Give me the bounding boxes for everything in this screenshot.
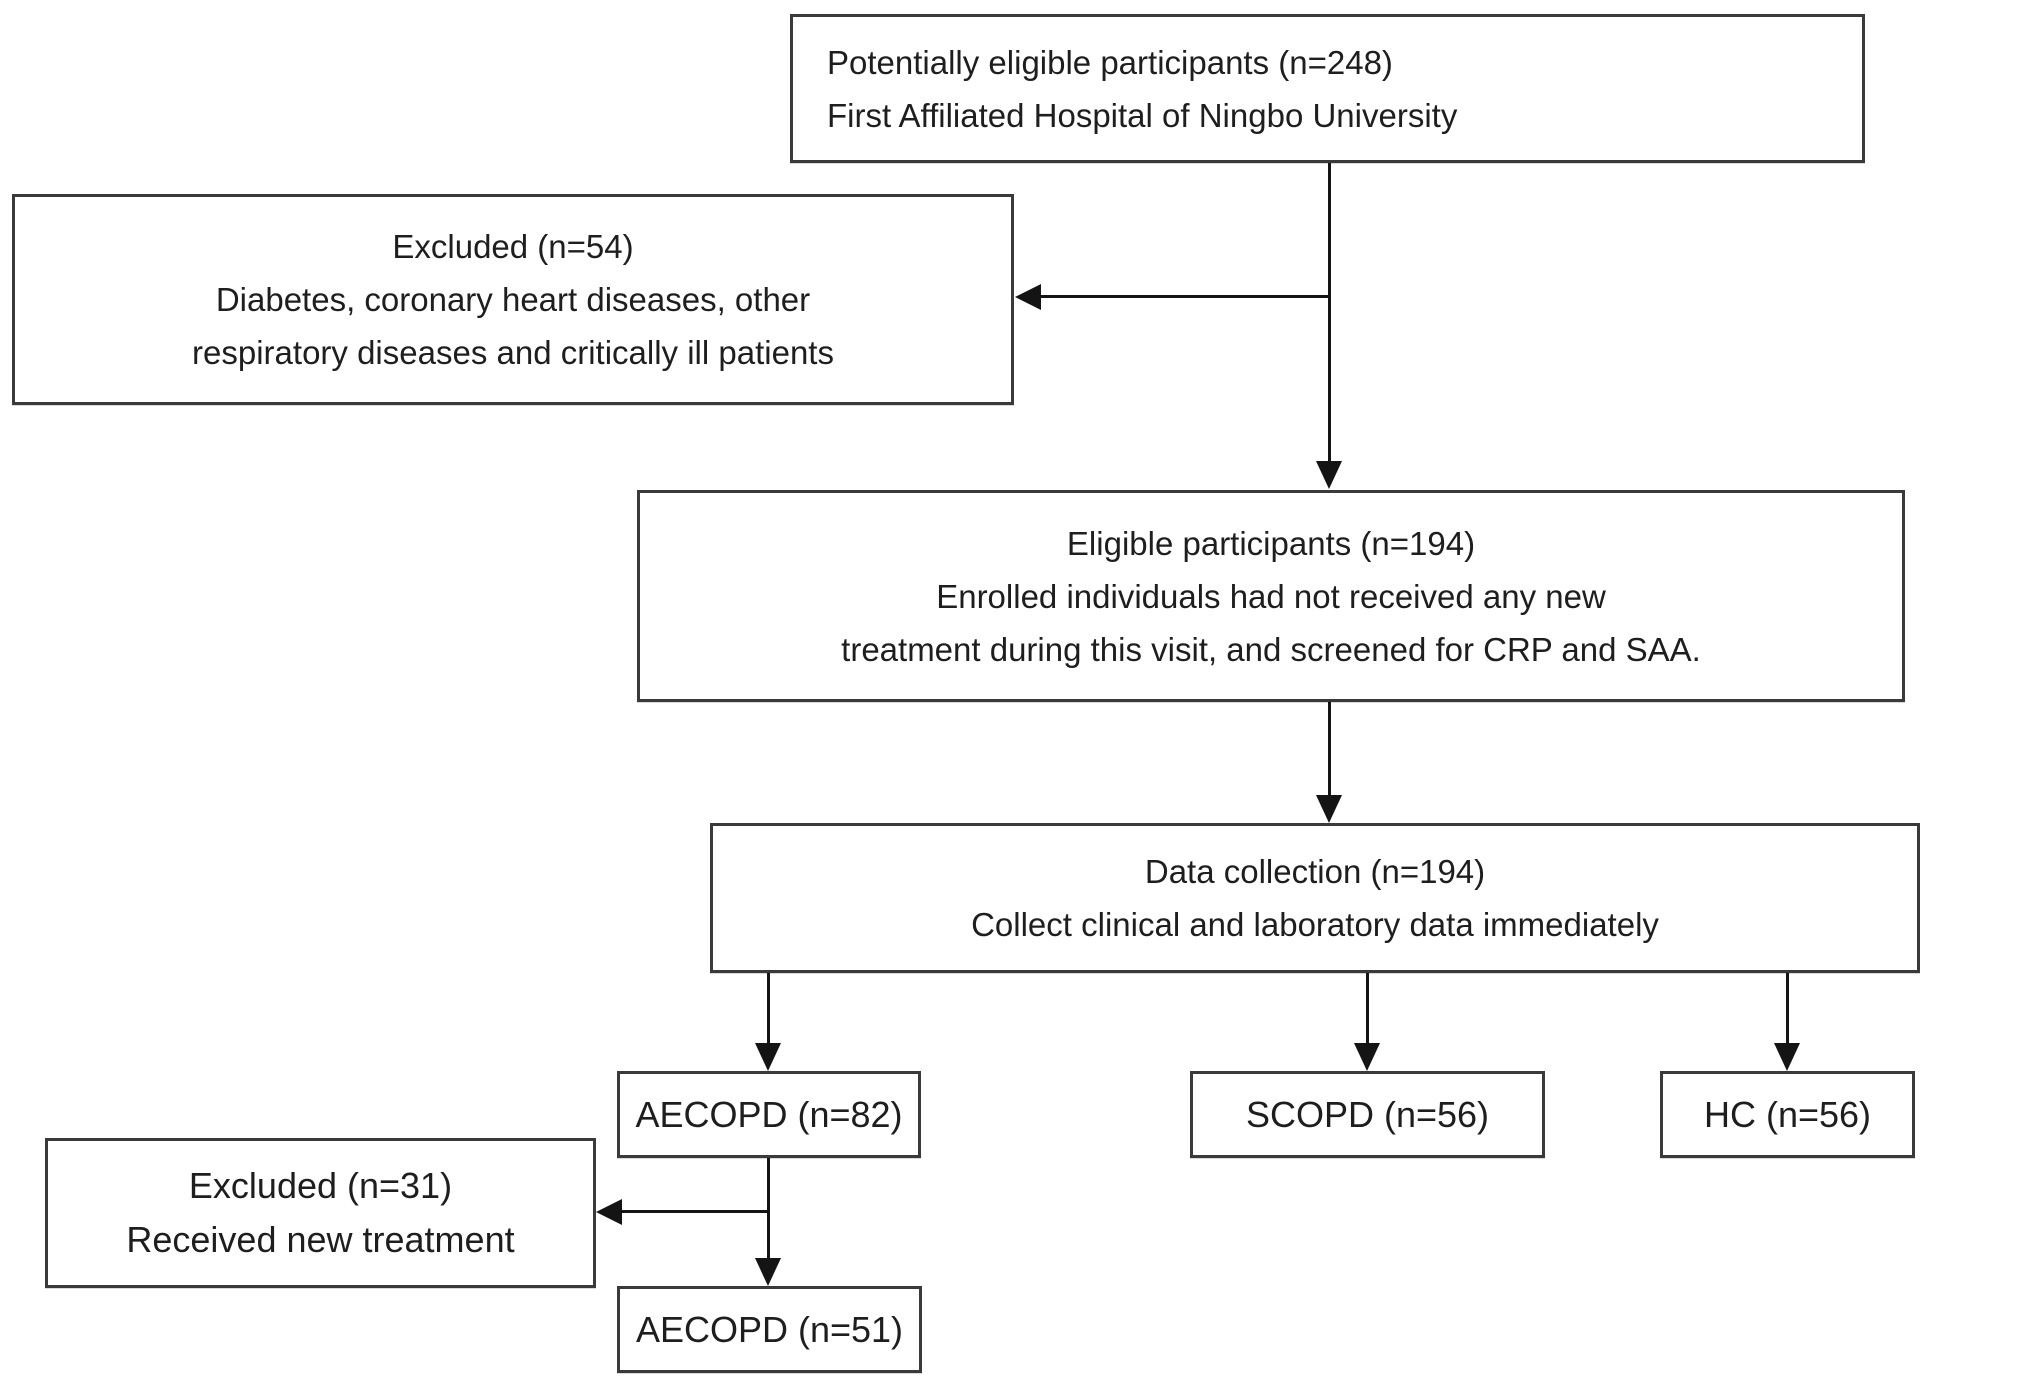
arrowhead-down-icon <box>1316 795 1342 823</box>
connector-data-to-hc <box>1786 973 1789 1045</box>
node-excluded-31: Excluded (n=31) Received new treatment <box>45 1138 596 1288</box>
node-scopd-56: SCOPD (n=56) <box>1190 1071 1545 1158</box>
node-line: First Affiliated Hospital of Ningbo Univ… <box>827 96 1458 134</box>
node-eligible-participants: Eligible participants (n=194) Enrolled i… <box>637 490 1905 702</box>
node-data-collection: Data collection (n=194) Collect clinical… <box>710 823 1920 973</box>
arrowhead-down-icon <box>755 1258 781 1286</box>
connector-data-to-scopd <box>1366 973 1369 1045</box>
connector-eligible-to-data <box>1328 702 1331 796</box>
node-line: AECOPD (n=82) <box>635 1093 903 1135</box>
arrowhead-down-icon <box>1774 1043 1800 1071</box>
arrowhead-down-icon <box>1316 461 1342 489</box>
connector-top-to-eligible <box>1328 163 1331 463</box>
node-potentially-eligible: Potentially eligible participants (n=248… <box>790 14 1865 163</box>
node-line: respiratory diseases and critically ill … <box>192 334 834 371</box>
node-line: treatment during this visit, and screene… <box>841 630 1701 668</box>
connector-data-to-aecopd82 <box>767 973 770 1045</box>
node-line: Eligible participants (n=194) <box>1066 524 1476 562</box>
arrowhead-left-icon <box>596 1199 622 1225</box>
node-line: Excluded (n=54) <box>392 228 634 265</box>
node-line: Enrolled individuals had not received an… <box>936 577 1606 615</box>
arrowhead-left-icon <box>1015 284 1041 310</box>
arrowhead-down-icon <box>1354 1043 1380 1071</box>
arrowhead-down-icon <box>755 1043 781 1071</box>
connector-to-excluded-54 <box>1040 295 1330 298</box>
node-line: AECOPD (n=51) <box>635 1308 904 1350</box>
node-line: Data collection (n=194) <box>1144 853 1486 890</box>
node-line: Diabetes, coronary heart diseases, other <box>215 281 811 318</box>
node-aecopd-82: AECOPD (n=82) <box>617 1071 921 1158</box>
node-excluded-54: Excluded (n=54) Diabetes, coronary heart… <box>12 194 1014 405</box>
node-line: HC (n=56) <box>1703 1093 1872 1135</box>
node-line: Excluded (n=31) <box>188 1165 453 1206</box>
node-aecopd-51: AECOPD (n=51) <box>617 1286 922 1373</box>
connector-aecopd82-to-aecopd51 <box>767 1158 770 1260</box>
node-hc-56: HC (n=56) <box>1660 1071 1915 1158</box>
connector-to-excluded-31 <box>621 1210 770 1213</box>
node-line: SCOPD (n=56) <box>1245 1093 1490 1135</box>
node-line: Potentially eligible participants (n=248… <box>827 43 1393 81</box>
node-line: Received new treatment <box>126 1219 515 1260</box>
node-line: Collect clinical and laboratory data imm… <box>971 906 1659 943</box>
